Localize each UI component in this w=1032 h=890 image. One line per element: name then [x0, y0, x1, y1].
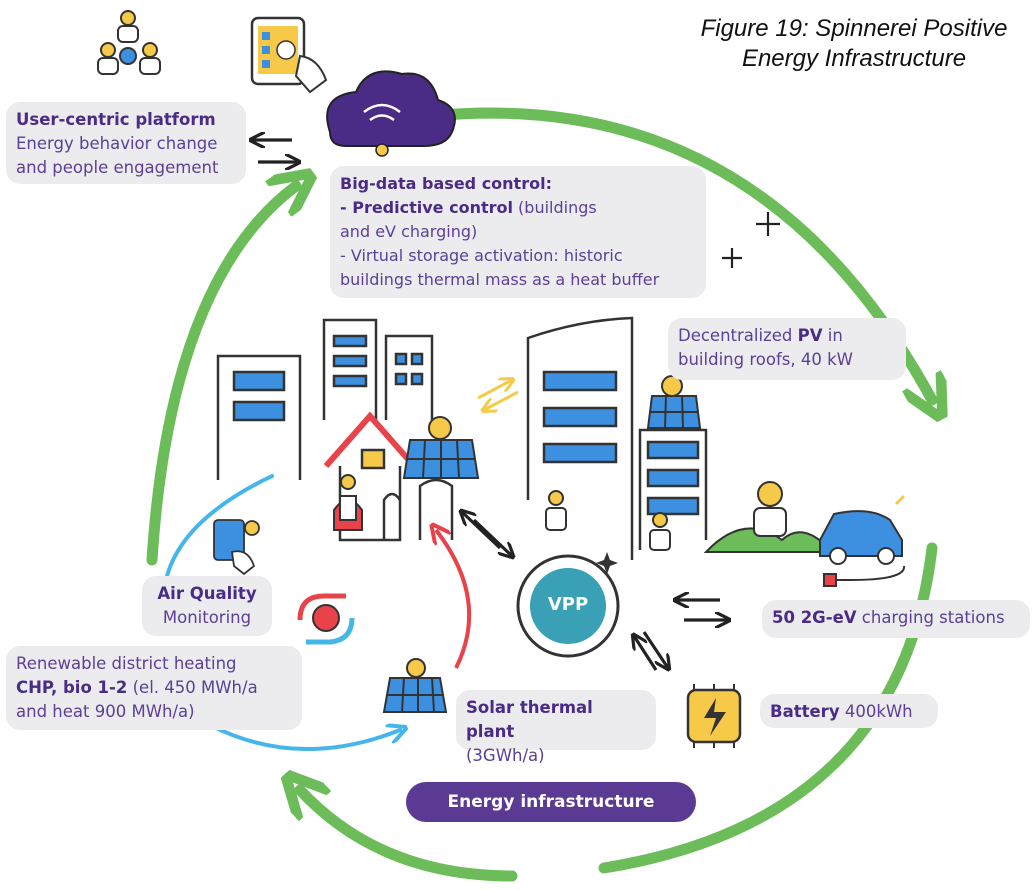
- figure-title: Figure 19: Spinnerei Positive Energy Inf…: [676, 14, 1032, 74]
- solar-thermal-title: Solar thermal plant: [466, 698, 593, 741]
- user-platform-line2: and people engagement: [16, 158, 219, 177]
- predictive-control-label: - Predictive control: [340, 198, 513, 217]
- blue-loop-lower: [210, 726, 400, 752]
- charging-bold: 50 2G-eV: [772, 608, 857, 627]
- exchange-arrows: [252, 140, 728, 670]
- battery-box: Battery 400kWh: [760, 694, 938, 728]
- heat-recycle-icon: [297, 593, 355, 645]
- green-arc-left: [146, 186, 296, 566]
- pv-line2: building roofs, 40 kW: [678, 350, 853, 369]
- air-monitor-icon: [213, 519, 260, 576]
- figure-title-line2: Energy Infrastructure: [741, 45, 967, 72]
- user-platform-box: User-centric platform Energy behavior ch…: [6, 102, 246, 184]
- battery-bold: Battery: [770, 702, 840, 721]
- vpp-arrow-in: [472, 518, 512, 556]
- blue-heat-loop: [164, 474, 400, 752]
- solar-thermal-subtitle: (3GWh/a): [466, 746, 545, 765]
- vpp-arrow-out: [462, 512, 502, 550]
- chp-bold: CHP, bio 1-2: [16, 678, 128, 697]
- people-figures: [333, 474, 835, 553]
- district-heating-line1: Renewable district heating: [16, 654, 237, 673]
- air-quality-box: Air Quality Monitoring: [142, 576, 272, 636]
- green-arc-top-right: [426, 107, 932, 400]
- virtual-storage-line1: - Virtual storage activation: historic: [340, 246, 623, 265]
- chp-rest: (el. 450 MWh/a: [127, 678, 258, 697]
- blue-loop-upper: [164, 474, 274, 582]
- air-quality-title: Air Quality: [157, 584, 257, 603]
- red-heat-arrow: [436, 530, 472, 669]
- figure-title-line1: Figure 19: Spinnerei Positive: [700, 15, 1008, 42]
- buildings: [216, 316, 708, 560]
- user-platform-title: User-centric platform: [16, 110, 216, 129]
- electric-car-icon: [819, 494, 906, 587]
- green-arc-bottom-left: [300, 790, 518, 882]
- predictive-control-rest: (buildings: [512, 198, 597, 217]
- district-heating-box: Renewable district heating CHP, bio 1-2 …: [6, 646, 302, 730]
- big-data-title: Big-data based control:: [340, 174, 552, 193]
- charging-rest: charging stations: [856, 608, 1005, 627]
- battery-arrow-up: [634, 636, 658, 671]
- virtual-storage-line2: buildings thermal mass as a heat buffer: [340, 270, 660, 289]
- solar-panels: [382, 375, 702, 713]
- cloud-wifi-icon: [326, 70, 456, 157]
- charging-box: 50 2G-eV charging stations: [762, 600, 1030, 638]
- air-quality-subtitle: Monitoring: [162, 608, 252, 627]
- predictive-control-line2: and eV charging): [340, 222, 478, 241]
- big-data-box: Big-data based control: - Predictive con…: [330, 166, 706, 298]
- user-platform-line1: Energy behavior change: [16, 134, 218, 153]
- energy-infrastructure-pill: Energy infrastructure: [406, 782, 696, 822]
- yellow-exchange-arrows: [477, 380, 519, 410]
- pv-prefix: Decentralized: [678, 326, 798, 345]
- vpp-hub: [516, 552, 620, 658]
- people-network-icon: [97, 10, 161, 75]
- vpp-label: VPP: [547, 594, 589, 615]
- solar-thermal-box: Solar thermal plant (3GWh/a): [456, 690, 656, 765]
- battery-chip-icon: [686, 684, 742, 748]
- battery-arrow-down: [642, 631, 668, 668]
- battery-rest: 400kWh: [839, 702, 913, 721]
- pv-suffix: in: [822, 326, 843, 345]
- tablet-touch-icon: [250, 16, 328, 94]
- pv-bold: PV: [797, 326, 823, 345]
- plus-signs: [722, 212, 780, 268]
- pv-box: Decentralized PV in building roofs, 40 k…: [668, 318, 906, 380]
- district-heating-line3: and heat 900 MWh/a): [16, 702, 195, 721]
